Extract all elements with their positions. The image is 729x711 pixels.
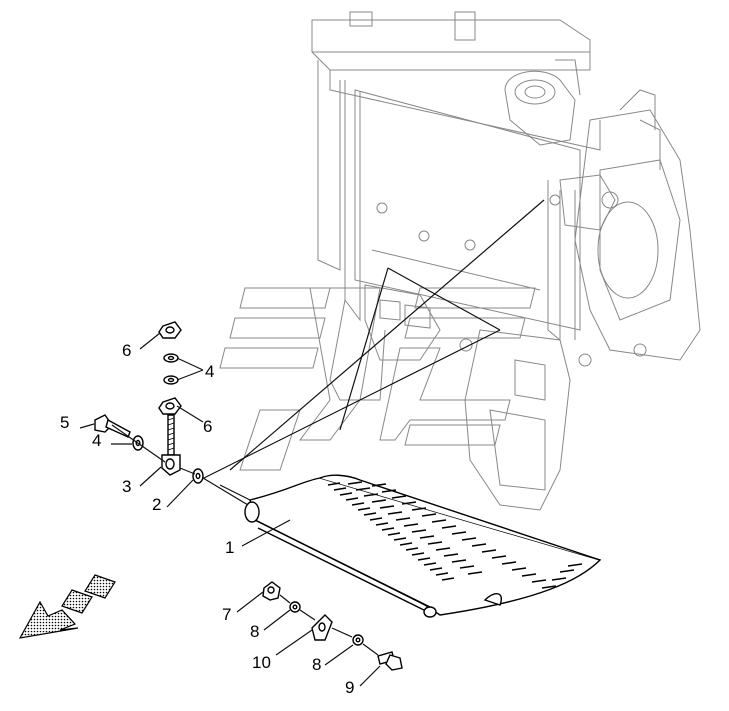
callout-6-lower: 6 — [203, 417, 212, 436]
callout-9: 9 — [345, 678, 354, 697]
callout-leaders — [79, 332, 381, 687]
hardware-stack-upper — [94, 321, 249, 506]
callout-1: 1 — [225, 538, 234, 557]
callout-10: 10 — [252, 653, 271, 672]
callout-3: 3 — [122, 477, 131, 496]
callout-6-upper: 6 — [122, 341, 131, 360]
callout-2: 2 — [152, 495, 161, 514]
callout-labels: 1 2 3 4 4 5 6 6 7 8 8 9 10 — [60, 341, 354, 697]
machine-frame — [311, 11, 701, 511]
watermark-logo — [219, 287, 536, 471]
callout-8-upper: 8 — [250, 622, 259, 641]
callout-8-lower: 8 — [312, 655, 321, 674]
callout-5: 5 — [60, 413, 69, 432]
callout-7: 7 — [222, 605, 231, 624]
callout-4-upper: 4 — [205, 362, 214, 381]
callout-4-left: 4 — [92, 431, 101, 450]
assembly-leaders — [199, 199, 545, 506]
direction-arrow-icon — [18, 574, 116, 639]
step-plate — [244, 474, 602, 618]
hardware-stack-lower — [262, 581, 403, 671]
step-slots — [327, 481, 583, 589]
